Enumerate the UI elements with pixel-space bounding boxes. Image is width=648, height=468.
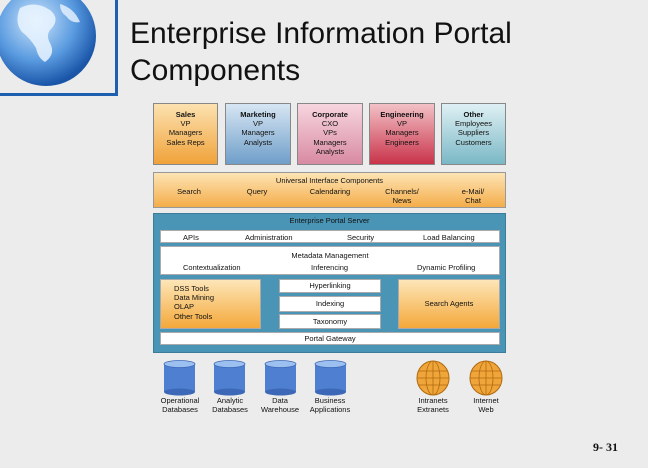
- uic-calendaring: Calendaring: [309, 187, 351, 196]
- uic-title: Universal Interface Components: [275, 176, 384, 185]
- uic-query: Query: [246, 187, 268, 196]
- uic-channels-news: Channels/News: [385, 187, 419, 205]
- eps-search-agents: Search Agents: [398, 279, 500, 329]
- network-globe-icon: [416, 360, 450, 396]
- eps-apis: APIs: [183, 233, 199, 242]
- eps-administration: Administration: [245, 233, 293, 242]
- database-icon: [314, 360, 347, 396]
- eps-taxonomy: Taxonomy: [279, 314, 381, 329]
- eps-hyperlinking: Hyperlinking: [279, 279, 381, 293]
- eps-indexing: Indexing: [279, 296, 381, 312]
- eps-load-balancing: Load Balancing: [423, 233, 475, 242]
- eps-metadata-label: Metadata Management: [291, 251, 369, 260]
- eps-row-apis: APIs Administration Security Load Balanc…: [160, 230, 500, 243]
- eps-portal-gateway: Portal Gateway: [160, 332, 500, 345]
- slide-title: Enterprise Information Portal Components: [130, 17, 512, 87]
- eps-dynamic-profiling: Dynamic Profiling: [417, 263, 476, 272]
- eps-contextualization: Contextualization: [183, 263, 241, 272]
- page-number: 9- 31: [593, 440, 618, 454]
- universal-interface-components: Universal Interface Components Search Qu…: [153, 172, 506, 208]
- uic-search: Search: [177, 187, 201, 196]
- eps-title: Enterprise Portal Server: [289, 216, 370, 225]
- uic-email-chat: e-Mail/Chat: [461, 187, 485, 205]
- database-icon: [213, 360, 246, 396]
- eps-metadata-management: Metadata Management Contextualization In…: [160, 246, 500, 275]
- eps-security: Security: [347, 233, 375, 242]
- header-rule-vertical: [115, 0, 118, 96]
- globe-logo: [0, 0, 96, 86]
- eps-inferencing: Inferencing: [311, 263, 349, 272]
- network-globe-icon: [469, 360, 503, 396]
- database-icon: [163, 360, 196, 396]
- header-rule-horizontal: [0, 93, 115, 96]
- database-icon: [264, 360, 297, 396]
